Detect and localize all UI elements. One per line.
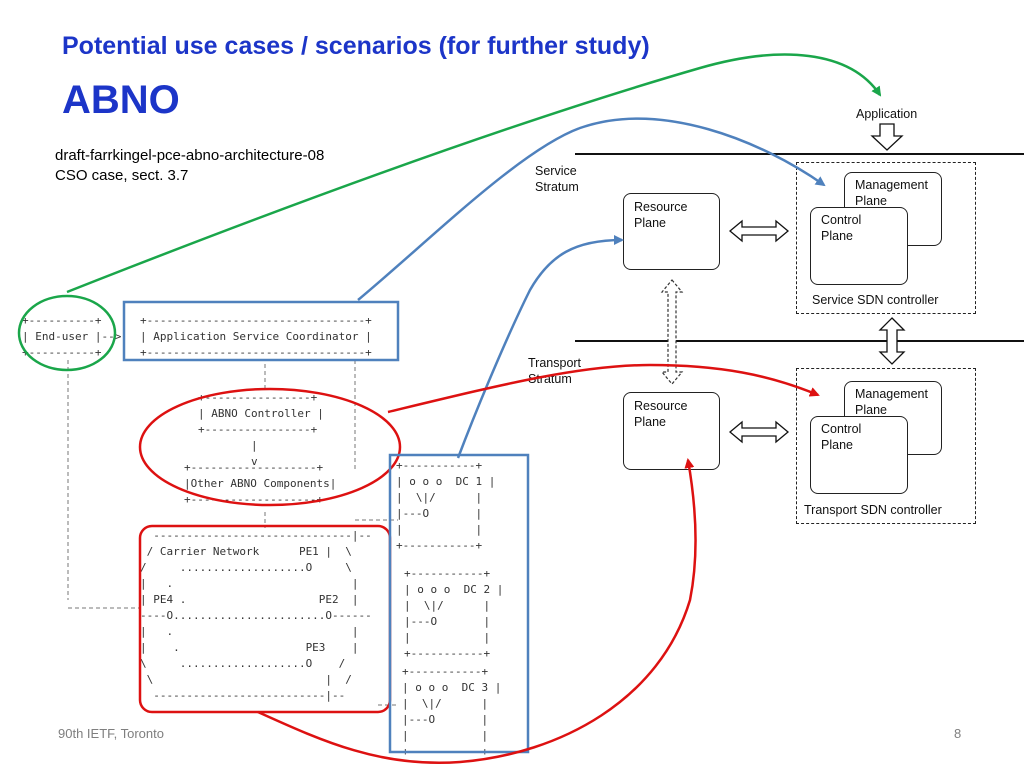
asc-highlight-box [122, 300, 400, 362]
transport-sdn-controller-label: Transport SDN controller [804, 503, 942, 517]
service-stratum-label: Service Stratum [535, 164, 579, 194]
carrier-to-transport-resource-arrow [257, 458, 697, 765]
ascii-connectors [67, 360, 398, 706]
dc-to-service-resource-arrow [456, 235, 624, 459]
enduser-highlight-ellipse [17, 294, 117, 372]
page-number: 8 [954, 726, 962, 741]
transport-resource-plane: Resource Plane [623, 392, 720, 470]
datacenters-highlight-box [388, 453, 530, 754]
enduser-to-application-arrow [66, 53, 882, 294]
abno-to-transport-controller-arrow [387, 363, 820, 414]
application-down-arrow-icon [870, 123, 904, 151]
ascii-abno-controller: +----------------+ | ABNO Controller | +… [198, 391, 324, 468]
service-sdn-controller-box [796, 162, 976, 314]
abno-highlight-ellipse [138, 387, 402, 507]
ascii-dc2: +-----------+ | o o o DC 2 | | \|/ | |--… [404, 567, 504, 660]
footer-event: 90th IETF, Toronto [58, 726, 164, 741]
controllers-vertical-arrow-icon [878, 317, 906, 365]
application-label: Application [856, 107, 918, 121]
transport-sdn-controller-box [796, 368, 976, 524]
ascii-application-service-coordinator: +---------------------------------+ | Ap… [140, 314, 372, 359]
slide-subtitle: ABNO [62, 78, 180, 122]
service-sdn-controller-label: Service SDN controller [812, 293, 939, 307]
service-resource-plane: Resource Plane [623, 193, 720, 270]
service-double-arrow-icon [728, 219, 790, 243]
ascii-dc1: +-----------+ | o o o DC 1 | | \|/ | |--… [396, 459, 496, 552]
reference-draft: draft-farrkingel-pce-abno-architecture-0… [55, 147, 325, 164]
transport-double-arrow-icon [728, 420, 790, 444]
resource-planes-vertical-arrow-icon [660, 279, 684, 385]
transport-stratum-label: Transport Stratum [528, 356, 582, 386]
asc-to-service-controller-arrow [357, 117, 826, 301]
ascii-other-abno-components: +-------------------+ |Other ABNO Compon… [184, 461, 337, 506]
reference-section: CSO case, sect. 3.7 [55, 167, 189, 184]
ascii-carrier-network: ------------------------------|-- / Carr… [140, 529, 372, 702]
ascii-dc3: +-----------+ | o o o DC 3 | | \|/ | |--… [402, 665, 502, 758]
service-control-plane: Control Plane [810, 207, 908, 285]
carrier-network-highlight-box [138, 524, 392, 714]
slide-title: Potential use cases / scenarios (for fur… [62, 32, 650, 60]
transport-control-plane: Control Plane [810, 416, 908, 494]
